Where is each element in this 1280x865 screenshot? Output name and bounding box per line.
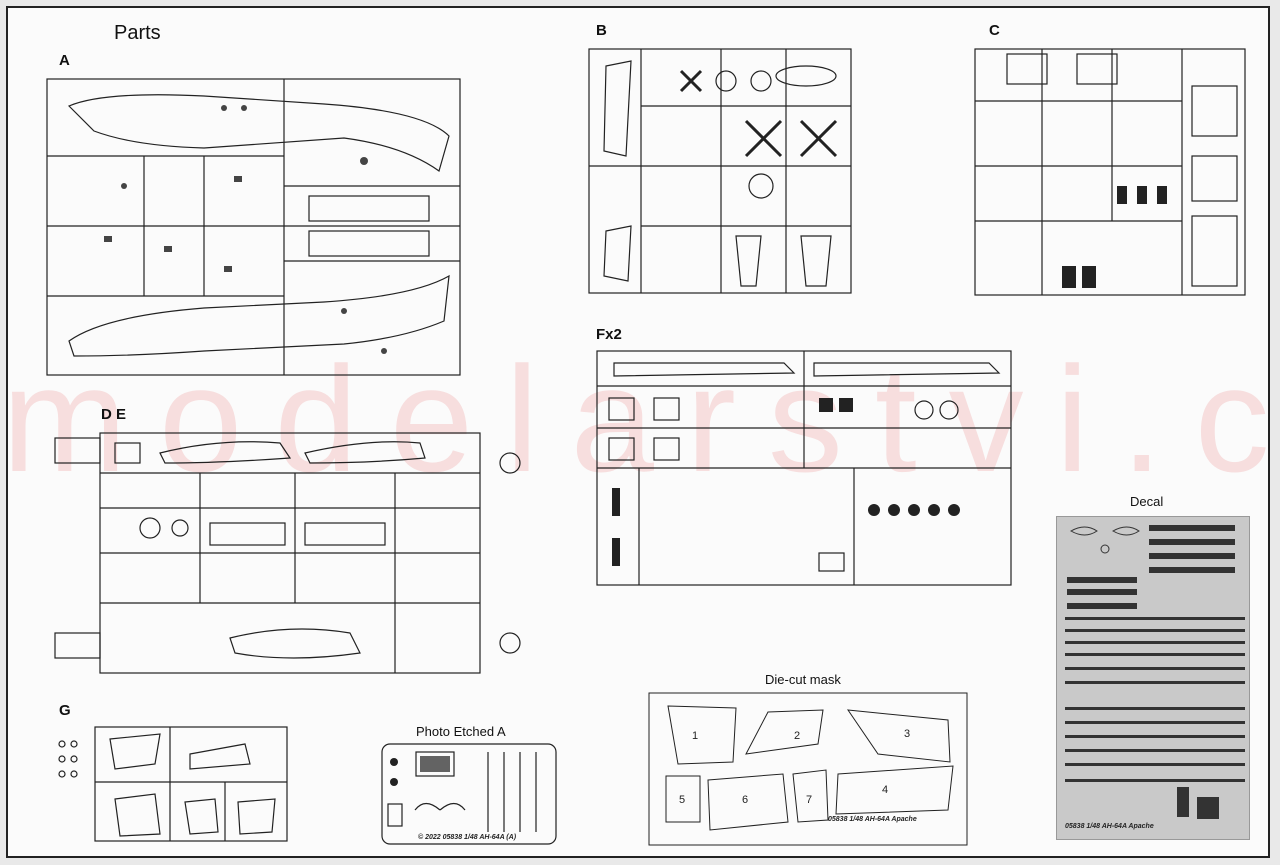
mask-piece-4: 4 <box>882 784 889 796</box>
decal-caption: 05838 1/48 AH-64A Apache <box>1065 823 1154 830</box>
decal-sheet: 05838 1/48 AH-64A Apache <box>1056 516 1250 840</box>
sprue-de-drawing <box>54 432 521 674</box>
mask-sheet <box>648 692 968 846</box>
mask-piece-7: 7 <box>806 794 813 806</box>
sprue-a-label: A <box>59 52 70 69</box>
sprue-de-label: D E <box>101 406 127 423</box>
decal-markings <box>1065 525 1245 819</box>
decal-title: Decal <box>1130 494 1164 509</box>
mask-caption: 05838 1/48 AH-64A Apache <box>828 816 917 823</box>
sprue-a-drawing <box>46 78 461 376</box>
photo-etched-title: Photo Etched A <box>416 724 506 739</box>
mask-piece-5: 5 <box>679 794 686 806</box>
sprue-fx2-drawing <box>596 350 1012 586</box>
sprue-fx2-label: Fx2 <box>596 326 622 343</box>
sprue-g-label: G <box>59 702 71 719</box>
page-title: Parts <box>114 22 161 44</box>
photo-etched-fret <box>381 743 557 845</box>
mask-piece-6: 6 <box>742 794 749 806</box>
sprue-c-label: C <box>989 22 1000 39</box>
photo-etched-caption: © 2022 05838 1/48 AH-64A (A) <box>418 834 517 841</box>
sprue-g-drawing <box>58 726 288 842</box>
mask-piece-3: 3 <box>904 728 911 740</box>
instruction-page: modelarstvi.cz Parts A B <box>6 6 1270 858</box>
sprue-b-drawing <box>588 48 852 294</box>
sprue-c-drawing <box>974 48 1246 296</box>
mask-title: Die-cut mask <box>765 672 841 687</box>
sprue-b-label: B <box>596 22 607 39</box>
mask-piece-2: 2 <box>794 730 801 742</box>
mask-piece-1: 1 <box>692 730 699 742</box>
